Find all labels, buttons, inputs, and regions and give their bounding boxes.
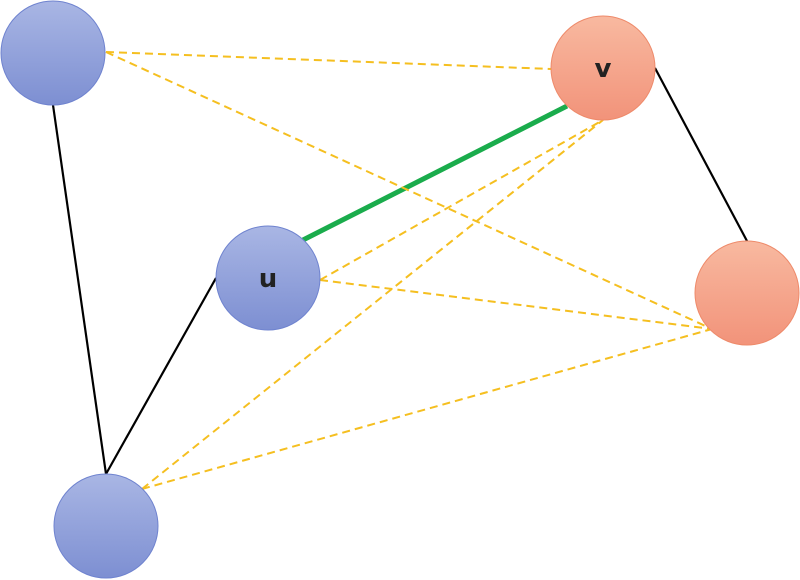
edges-layer [51,51,748,490]
node-circle-top-left [0,0,106,106]
edge-solid-u-to-bottom-left [105,277,217,475]
edge-dashed-u-to-v [319,119,604,281]
edge-dashed-u-to-right [319,279,713,330]
node-top-left [0,0,106,106]
edge-solid-v-to-right [654,67,748,242]
edge-dashed-bottom-left-to-v [141,119,604,490]
node-circle-bottom-left [53,473,159,579]
node-circle-u [215,225,321,331]
node-label-v: v [595,54,612,84]
edge-solid-top-left-to-bottom-left [51,104,108,475]
node-circle-right [694,240,800,346]
edge-matched-u-to-v [301,103,569,243]
edge-dashed-top-left-to-right [105,51,713,330]
node-right [694,240,800,346]
edge-dashed-bottom-left-to-right [141,328,713,490]
node-bottom-left [53,473,159,579]
node-label-u: u [259,264,278,294]
node-u: u [215,225,321,331]
node-circle-v [550,15,656,121]
edge-dashed-top-left-to-v [105,51,552,70]
node-v: v [550,15,656,121]
